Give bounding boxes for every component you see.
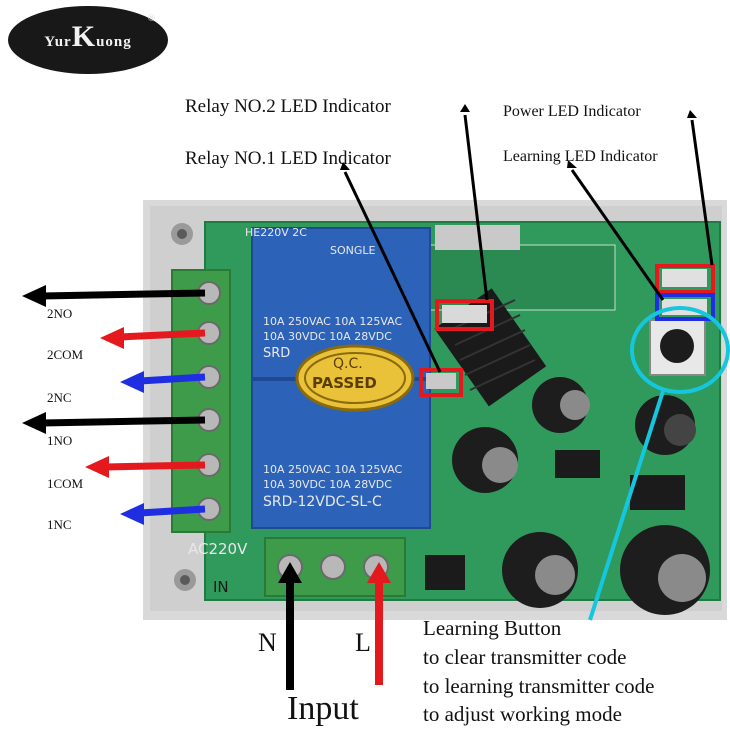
terminal-label-1com: 1COM	[47, 476, 84, 491]
relay2-led-callout: Relay NO.2 LED Indicator	[185, 96, 391, 117]
relay1-spec-2: 10A 30VDC 10A 28VDC	[263, 478, 392, 491]
relay2-spec-1: 10A 250VAC 10A 125VAC	[263, 315, 403, 328]
terminal-label-1no: 1NO	[47, 433, 73, 448]
ic-chip	[425, 555, 465, 590]
capacitors	[452, 377, 710, 615]
relay1-led-callout: Relay NO.1 LED Indicator	[185, 148, 391, 169]
qc-sticker	[295, 344, 415, 412]
relay1-model: SRD-12VDC-SL-C	[263, 494, 382, 510]
power-led-chip	[662, 269, 707, 287]
learning-button-leader	[588, 387, 666, 621]
learning-button-desc-2: to learning transmitter code	[423, 674, 655, 698]
relay2-led-chip	[442, 305, 487, 323]
qc-sticker-ring	[304, 352, 406, 404]
corner-screw-center-icon	[177, 229, 187, 239]
logo-ur: ur	[54, 34, 72, 50]
logo-uong: uong	[96, 34, 132, 50]
relay1-led-highlight	[419, 368, 463, 397]
corner-screw-center-icon	[180, 575, 190, 585]
learning-led-callout: Learning LED Indicator	[503, 148, 658, 165]
input-arrows	[278, 562, 391, 690]
logo-k: K	[71, 20, 97, 53]
terminal-label-2com: 2COM	[47, 347, 84, 362]
learning-button-cap	[660, 329, 694, 363]
registered-mark: ®	[147, 14, 156, 24]
input-title: Input	[287, 690, 359, 727]
relay2-brand: SONGLE	[330, 244, 376, 257]
brand-logo-text: YurKuong	[8, 20, 168, 54]
callout-lines	[343, 114, 714, 373]
brand-logo: YurKuong ®	[8, 6, 168, 74]
board-top-silk: HE220V 2C	[245, 226, 307, 239]
relay1-led-chip	[426, 373, 456, 389]
in-label: IN	[213, 578, 229, 596]
callout-arrowheads	[340, 104, 697, 170]
live-label: L	[355, 628, 371, 657]
neutral-label: N	[258, 628, 277, 657]
output-arrows	[22, 285, 206, 525]
output-terminal-block	[171, 269, 231, 533]
ic-chip	[555, 450, 600, 478]
qc-sticker-line1: Q.C.	[333, 356, 363, 372]
learning-led-highlight	[655, 293, 715, 321]
logo-y: Y	[44, 34, 55, 50]
relay1-spec-1: 10A 250VAC 10A 125VAC	[263, 463, 403, 476]
learning-button-desc-3: to adjust working mode	[423, 702, 622, 726]
relay2-spec-2: 10A 30VDC 10A 28VDC	[263, 330, 392, 343]
power-led-callout: Power LED Indicator	[503, 103, 641, 120]
ic-chip	[630, 475, 685, 510]
learning-button-highlight	[630, 306, 730, 394]
terminal-label-2nc: 2NC	[47, 390, 72, 405]
learning-button-desc-1: to clear transmitter code	[423, 645, 627, 669]
relay2-led-highlight	[435, 299, 494, 331]
power-led-highlight	[655, 264, 715, 294]
terminal-label-1nc: 1NC	[47, 517, 72, 532]
learning-button-title: Learning Button	[423, 616, 562, 640]
ac-voltage-label: AC220V	[188, 540, 248, 558]
terminal-label-2no: 2NO	[47, 306, 73, 321]
qc-sticker-line2: PASSED	[312, 374, 377, 392]
relay2-model: SRD	[263, 346, 291, 361]
